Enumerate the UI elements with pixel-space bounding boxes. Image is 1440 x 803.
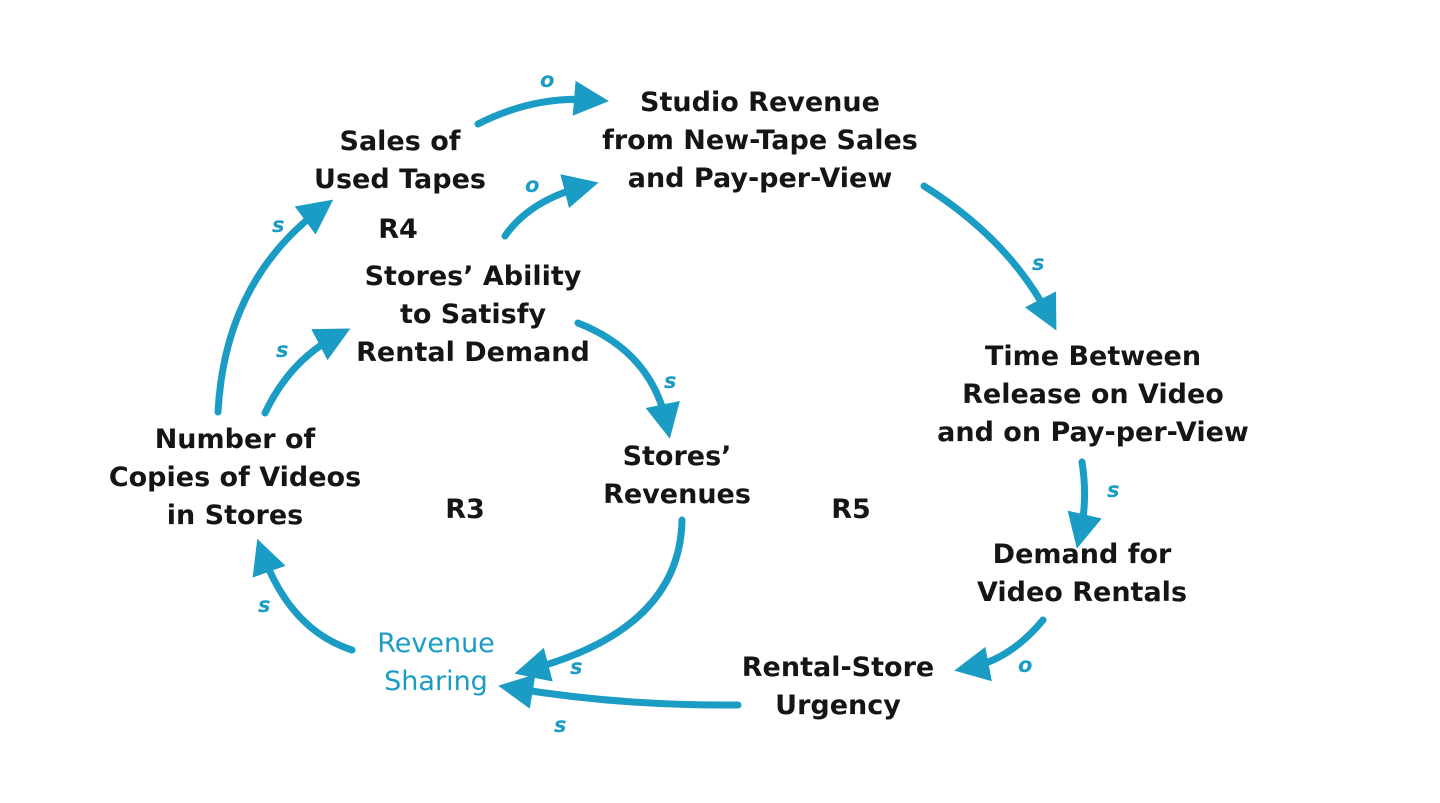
polarity-time-to-demand: s: [1107, 478, 1120, 502]
polarity-sales-to-studio: o: [540, 68, 554, 92]
arrow-revenues-to-sharing: [514, 516, 686, 682]
polarity-studio-to-time: s: [1032, 251, 1045, 275]
arrow-studio-to-time: [920, 182, 1057, 331]
arrow-sharing-to-copies: [252, 538, 356, 654]
loop-labels: R4 R3 R5: [378, 214, 871, 525]
loop-label-r5: R5: [831, 494, 871, 525]
polarity-copies-to-sales: s: [272, 213, 285, 237]
polarity-markers: o o s s s s s o s s s: [258, 68, 1120, 737]
polarity-sharing-to-copies: s: [258, 593, 271, 617]
arrow-sales-to-studio: [474, 80, 609, 128]
polarity-revenues-to-sharing: s: [570, 655, 583, 679]
arrow-copies-to-ability: [261, 328, 351, 417]
arrow-time-to-demand: [1067, 458, 1102, 549]
polarity-urgency-to-sharing: s: [554, 713, 567, 737]
arrow-demand-to-urgency: [954, 616, 1047, 682]
arrow-ability-to-revenues: [574, 319, 680, 439]
loop-label-r4: R4: [378, 214, 418, 245]
causal-links: [214, 80, 1102, 709]
arrow-urgency-to-sharing: [498, 674, 742, 709]
loop-label-r3: R3: [445, 494, 485, 525]
arrow-copies-to-sales: [214, 199, 334, 416]
arrow-ability-to-studio: [501, 174, 599, 240]
polarity-copies-to-ability: s: [276, 338, 289, 362]
polarity-ability-to-studio: o: [525, 173, 539, 197]
polarity-demand-to-urgency: o: [1018, 653, 1032, 677]
svg-text:Stores’Revenues: Stores’Revenues: [603, 441, 751, 510]
polarity-ability-to-revenues: s: [664, 369, 677, 393]
node-stores-revenues: Stores’Revenues: [603, 441, 751, 510]
